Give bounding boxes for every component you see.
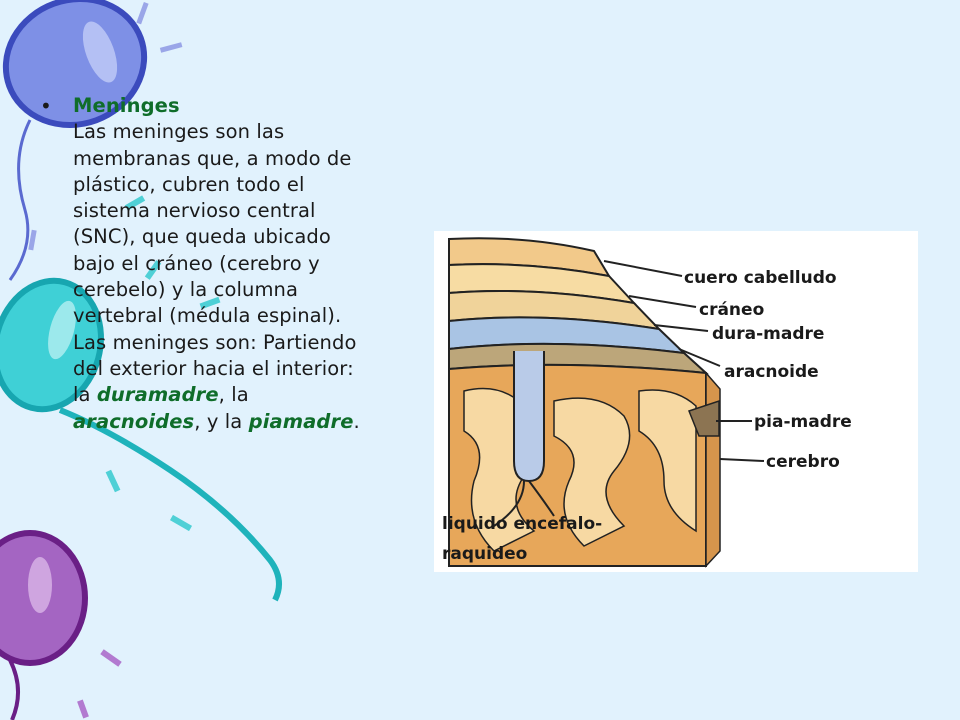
label-craneo: cráneo: [699, 300, 764, 320]
body-line: del exterior hacia el interior:: [73, 356, 354, 380]
term-duramadre: duramadre: [96, 383, 219, 407]
label-pia-madre: pia-madre: [754, 412, 852, 432]
separator-text: , la: [218, 383, 249, 407]
confetti-decoration: [28, 1, 183, 251]
body-line: (SNC), que queda ubicado: [73, 225, 331, 249]
label-aracnoide: aracnoide: [724, 362, 819, 382]
separator-text: , y la: [194, 409, 249, 433]
label-raquideo: raquideo: [442, 544, 527, 564]
body-line-terms: aracnoides, y la piamadre.: [73, 409, 430, 435]
blue-balloon-icon: [2, 0, 148, 281]
bullet-content: Meninges Las meninges son las membranas …: [73, 93, 430, 435]
label-dura-madre: dura-madre: [712, 324, 824, 344]
body-line: Las meninges son: Partiendo: [73, 330, 357, 354]
label-cuero-cabelludo: cuero cabelludo: [684, 268, 837, 288]
slide-text: • Meninges Las meninges son las membrana…: [40, 93, 430, 435]
heading: Meninges: [73, 94, 180, 117]
meninges-illustration: cuero cabelludo cráneo dura-madre aracno…: [442, 237, 852, 568]
body-line: Las meninges son las: [73, 120, 285, 144]
body-line: plástico, cubren todo el: [73, 172, 305, 196]
term-aracnoides: aracnoides: [73, 409, 195, 433]
body-line: bajo el cráneo (cerebro y: [73, 251, 320, 275]
label-cerebro: cerebro: [766, 452, 840, 472]
bullet-icon: •: [40, 94, 52, 118]
body-line: membranas que, a modo de: [73, 146, 352, 170]
prefix-text: la: [73, 383, 97, 407]
body-line: cerebelo) y la columna: [73, 278, 299, 302]
term-piamadre: piamadre: [248, 409, 354, 433]
teal-balloon-icon: [0, 277, 282, 602]
label-liquido: liquido encefalo-: [442, 514, 602, 534]
body-line: sistema nervioso central: [73, 199, 316, 223]
end-text: .: [353, 409, 360, 433]
body-line-terms: la duramadre, la: [73, 382, 430, 408]
meninges-diagram: cuero cabelludo cráneo dura-madre aracno…: [434, 231, 918, 572]
purple-balloon-icon: [0, 530, 88, 720]
body-line: vertebral (médula espinal).: [73, 304, 342, 328]
